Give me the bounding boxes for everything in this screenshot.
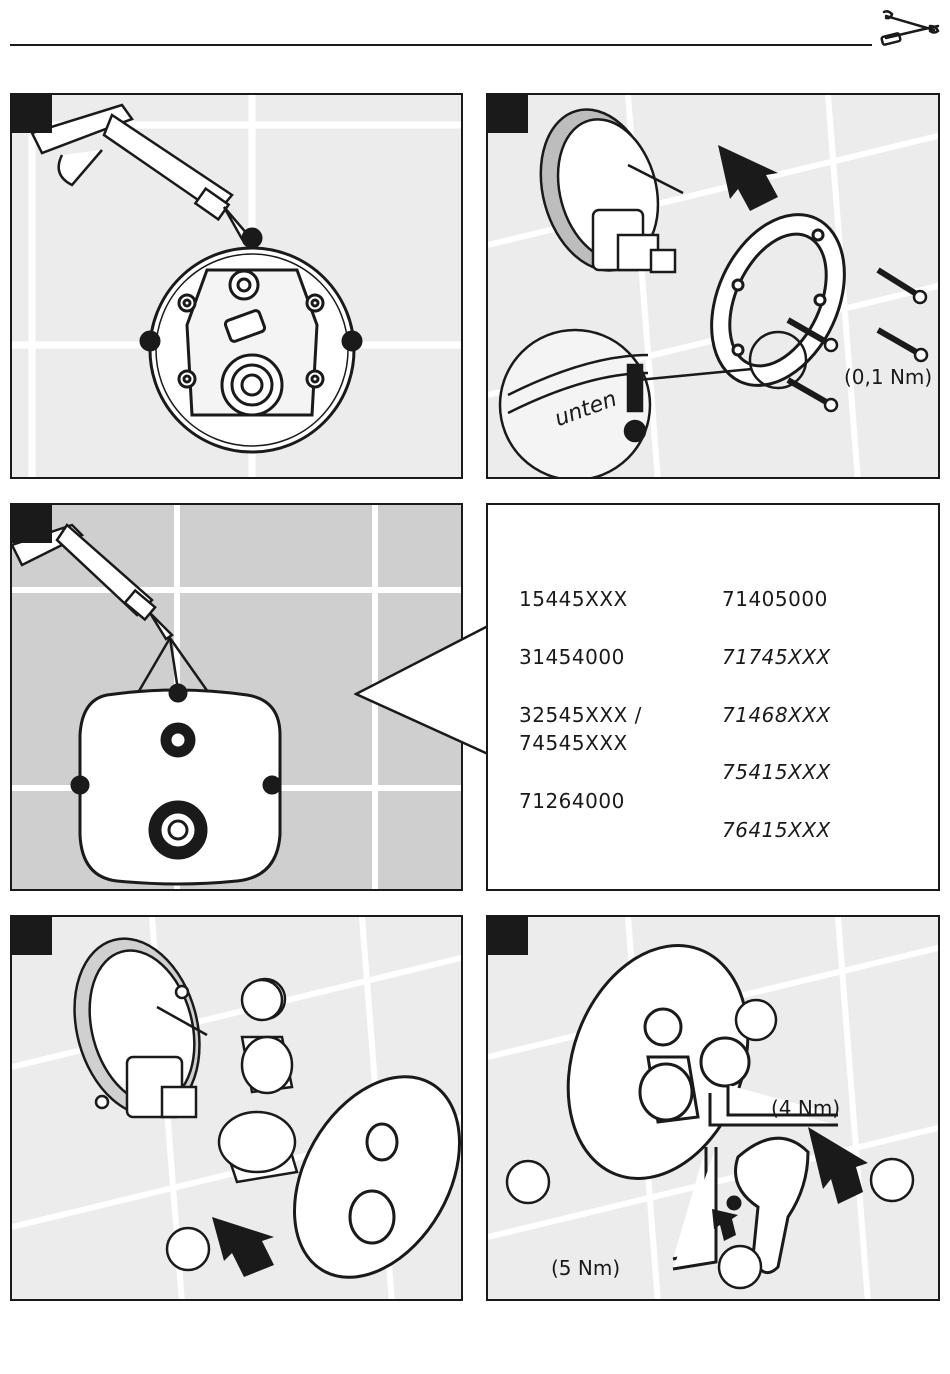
- step-panel-6: (4 Nm) (5 Nm): [486, 915, 940, 1301]
- model-code: 15445XXX: [519, 587, 628, 611]
- model-code: 71264000: [519, 789, 625, 813]
- model-code: 76415XXX: [722, 818, 831, 842]
- compatible-models-panel: 15445XXX 31454000 32545XXX / 74545XXX 71…: [486, 503, 940, 891]
- wall-box: [72, 685, 280, 884]
- step-number-badge: [12, 95, 52, 133]
- torque-label: (0,1 Nm): [844, 365, 932, 389]
- model-code: 71405000: [722, 587, 828, 611]
- step-number-badge: [488, 95, 528, 133]
- step-number-badge: [12, 917, 52, 955]
- step-number-badge: [12, 505, 52, 543]
- model-code: 75415XXX: [722, 760, 831, 784]
- torque-label: (5 Nm): [551, 1256, 620, 1280]
- model-code: 71468XXX: [722, 703, 831, 727]
- torque-label: (4 Nm): [771, 1096, 840, 1120]
- step-panel-1: [10, 93, 463, 479]
- step-panel-5: [10, 915, 463, 1301]
- step-panel-2: unten (0,1 Nm): [486, 93, 940, 479]
- step-number-badge: [488, 917, 528, 955]
- header-rule: [10, 44, 872, 46]
- model-code: 74545XXX: [519, 731, 628, 755]
- model-code: 31454000: [519, 645, 625, 669]
- wrench-screwdriver-icon: [880, 8, 942, 50]
- model-code: 71745XXX: [722, 645, 831, 669]
- callout-pointer: [354, 620, 490, 780]
- model-code: 32545XXX /: [519, 703, 642, 727]
